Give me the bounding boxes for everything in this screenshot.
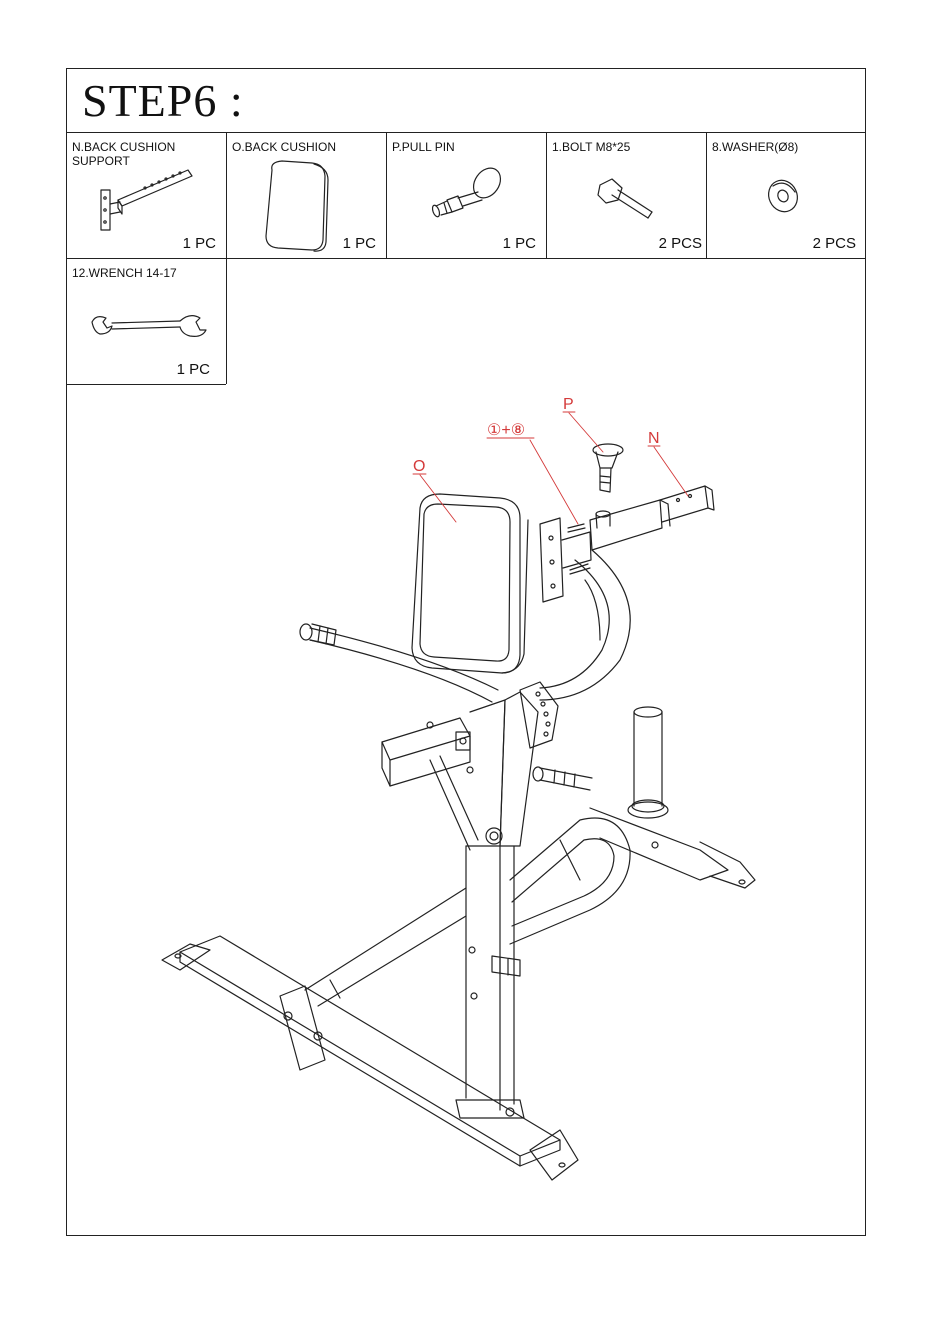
callout-leaders	[413, 412, 688, 524]
wrench-icon	[92, 316, 206, 337]
back-cushion-icon	[266, 161, 328, 251]
washer-icon	[764, 176, 803, 217]
pull-pin-icon	[431, 163, 506, 218]
back-cushion-support-icon	[101, 170, 192, 230]
bolt-icon	[598, 179, 652, 218]
bench-frame-drawing	[162, 444, 755, 1180]
